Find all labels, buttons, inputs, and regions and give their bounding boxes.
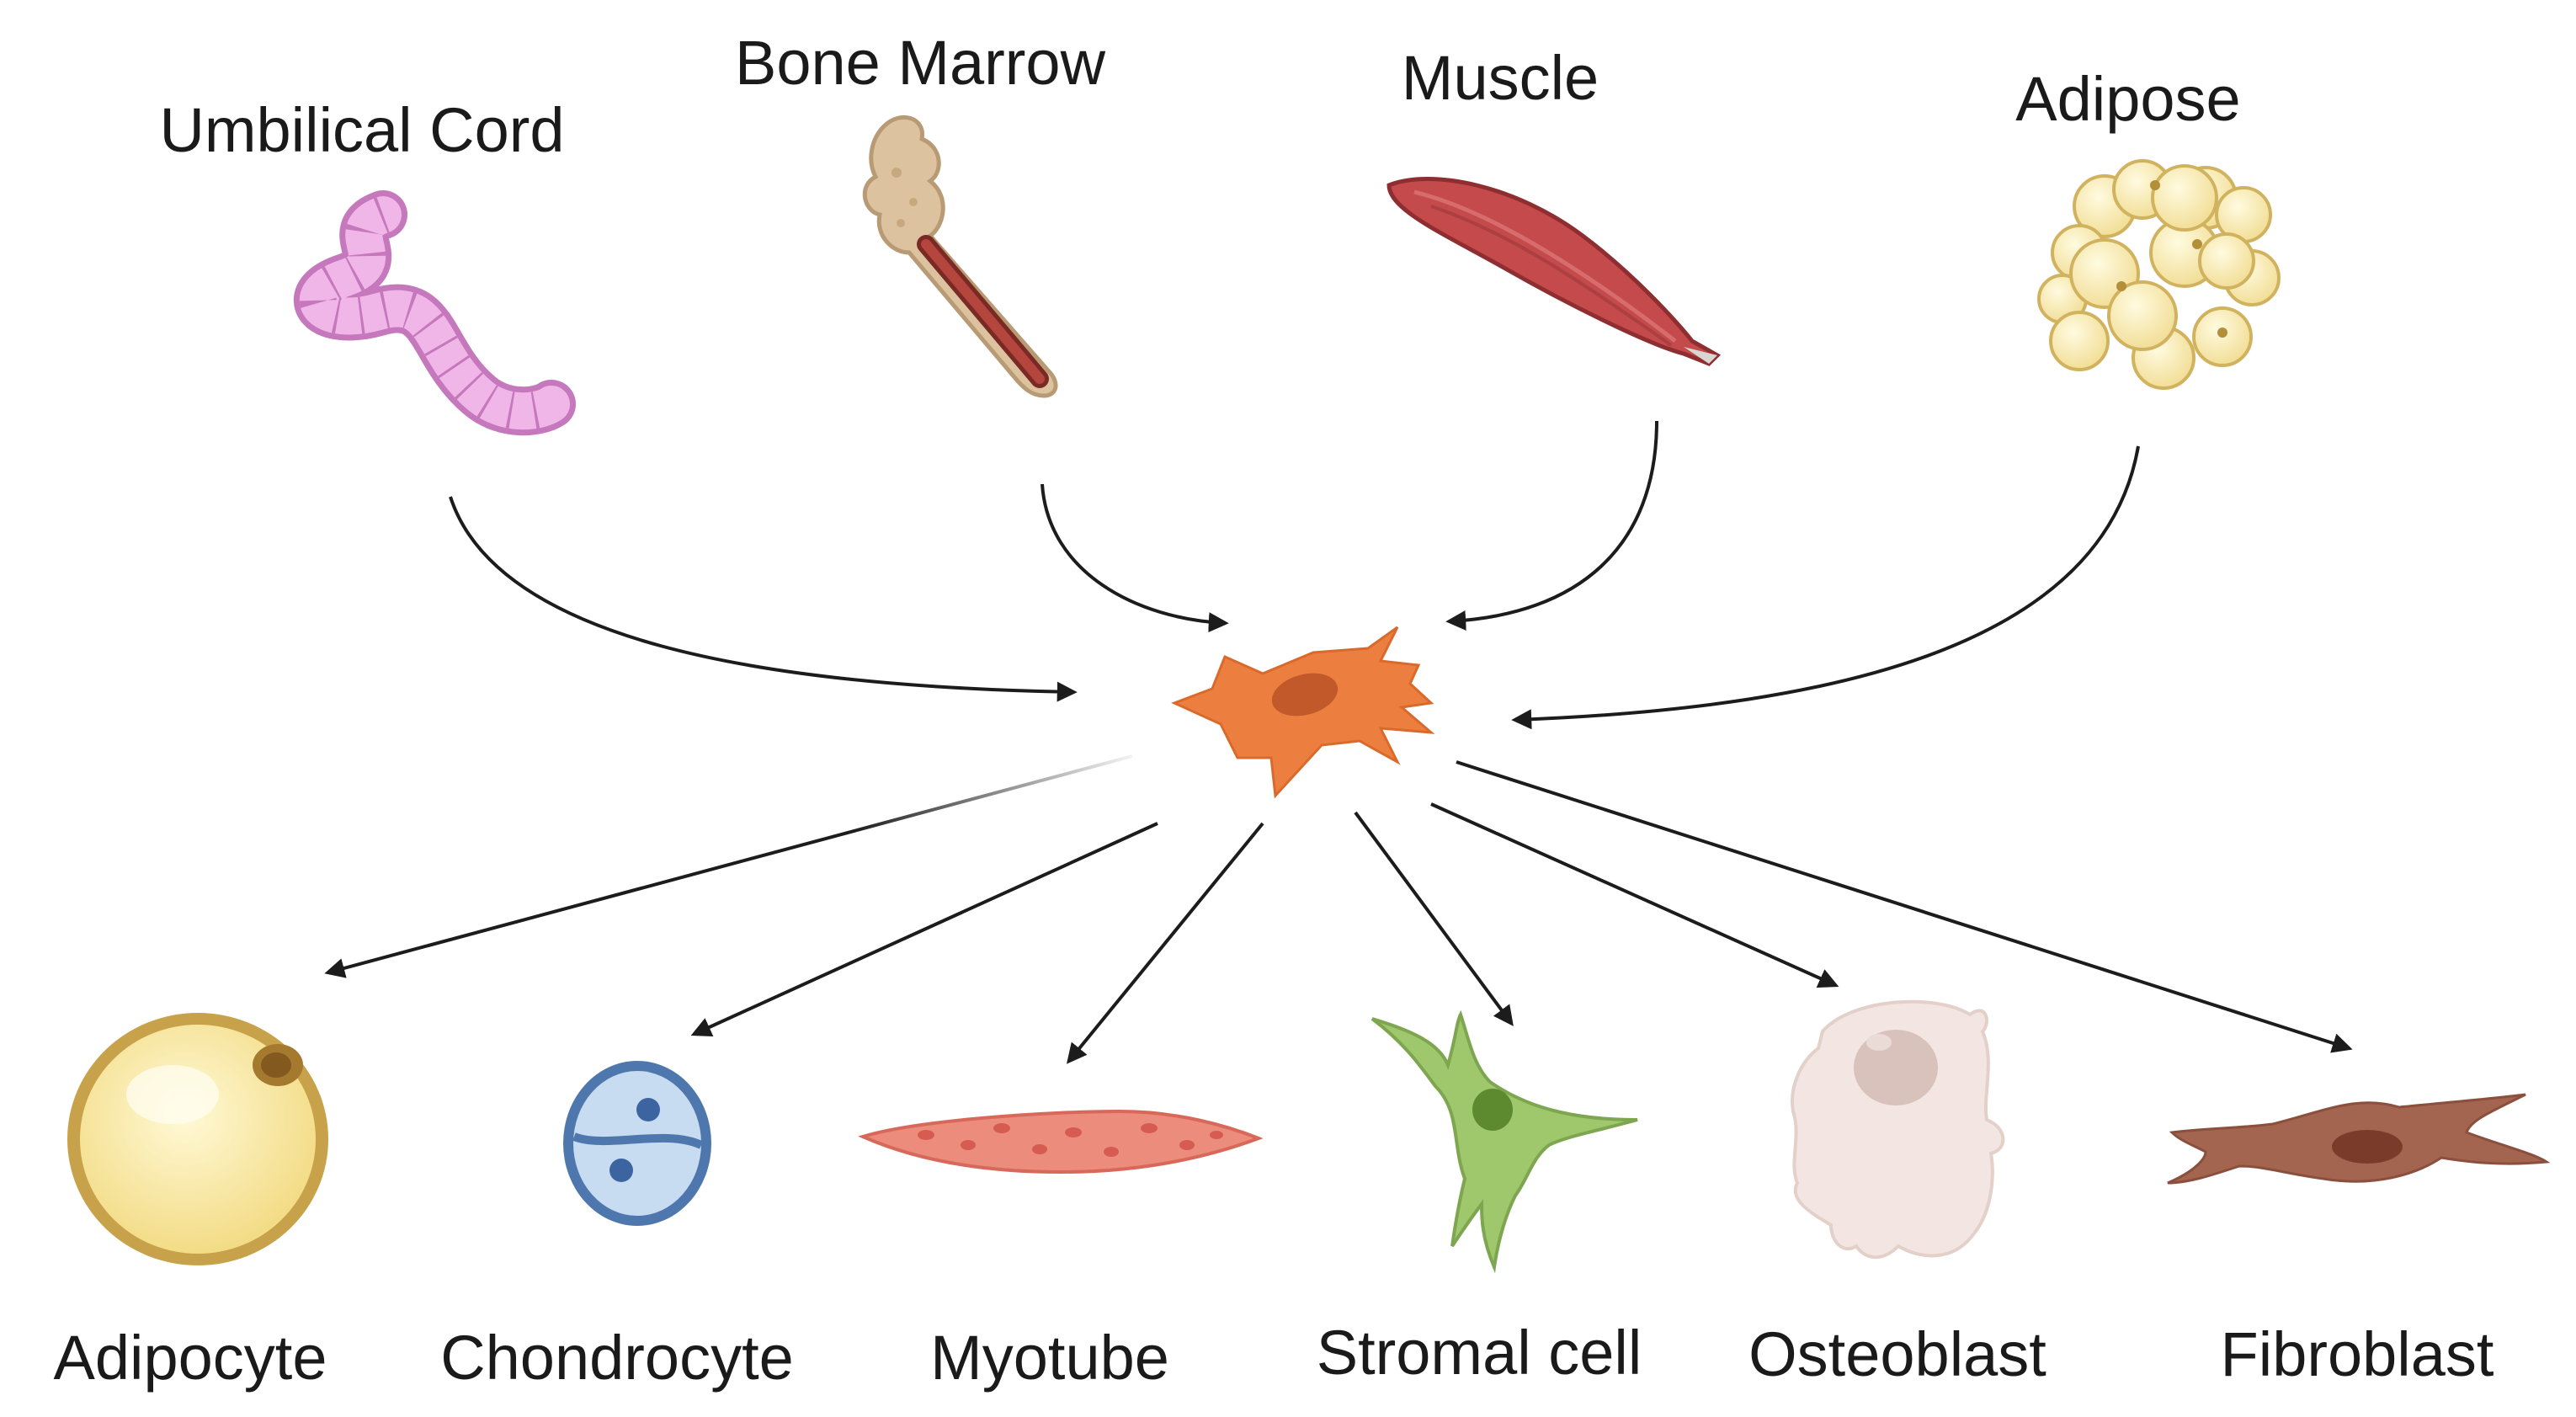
chondrocyte-icon [563,1061,711,1226]
label-stromal-cell: Stromal cell [1316,1318,1642,1388]
myotube-icon [858,1109,1264,1175]
label-adipocyte: Adipocyte [53,1323,327,1393]
arrow-adipose-to-msc [1511,445,2140,730]
adipocyte-icon [67,1013,328,1265]
arrow-umbilical-to-msc [449,496,1078,702]
fibroblast-icon [2167,1093,2551,1185]
source-arrows [449,420,2140,730]
label-bone-marrow: Bone Marrow [734,28,1106,98]
osteoblast-icon [1791,999,2005,1260]
target-arrows [324,754,2353,1064]
label-muscle: Muscle [1401,43,1599,113]
msc-cell-icon [1171,626,1435,799]
label-adipose: Adipose [2015,64,2241,134]
muscle-icon [1386,177,1722,366]
label-osteoblast: Osteoblast [1748,1319,2046,1389]
arrow-msc-to-myotube [1066,822,1264,1064]
umbilical-cord-icon [294,190,576,436]
stromal-cell-icon [1370,1009,1638,1274]
arrow-msc-to-osteoblast [1430,802,1839,988]
arrow-msc-to-fibroblast [1456,760,2353,1053]
adipose-icon [2037,159,2281,390]
label-umbilical-cord: Umbilical Cord [159,95,565,165]
arrow-msc-to-adipocyte [324,754,1133,978]
arrow-msc-to-stromal [1354,811,1514,1026]
bone-marrow-icon [862,115,1058,398]
arrow-msc-to-chondrocyte [690,822,1158,1036]
label-chondrocyte: Chondrocyte [440,1323,794,1393]
arrow-bone-marrow-to-msc [1041,483,1229,633]
arrow-muscle-to-msc [1445,420,1658,631]
label-fibroblast: Fibroblast [2220,1319,2494,1389]
label-myotube: Myotube [930,1323,1169,1393]
